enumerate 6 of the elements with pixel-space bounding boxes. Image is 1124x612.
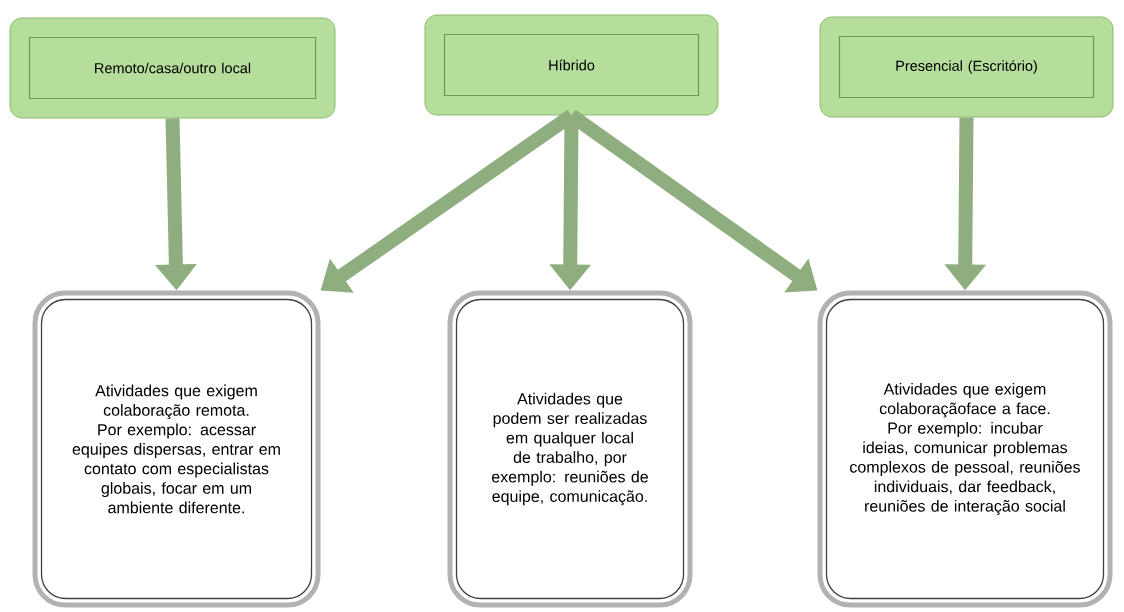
label-box: Híbrido [424,14,719,116]
label-box: Remoto/casa/outro local [9,17,336,119]
text-box: Atividades que podem ser realizadas em qualquer local de trabalho, por exemplo: reuniões de equipe, comunicação. [447,290,693,608]
text-box: Atividades que exigem colaboração remota. Por exemplo: acessar equipes dispersas, entrar em contato com especialistas globais, focar em um ambiente diferente. [32,290,321,608]
label-box: Presencial (Escritório) [819,16,1114,118]
text-box: Atividades que exigem colaboraçãoface a face. Por exemplo: incubar ideias, comunicar problemas complexos de pessoal, reuniões individuais, dar feedback, reuniões de interação social [817,290,1113,608]
